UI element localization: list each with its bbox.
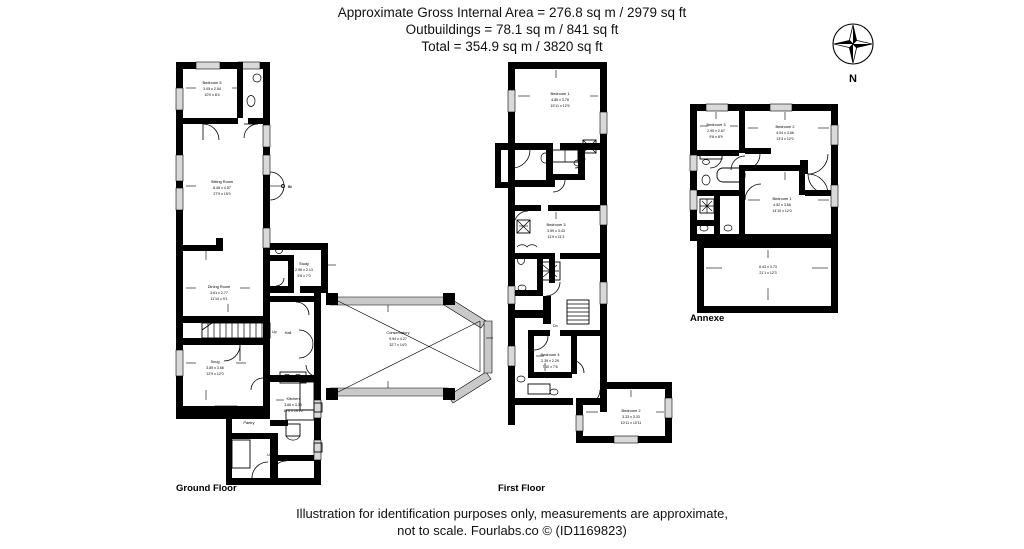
annexe-dimension-arrows: [700, 112, 833, 300]
ground-dimension-arrows: [186, 87, 336, 401]
room-label-bedroom-5: Bedroom 5: [202, 80, 221, 85]
room-label-snug: Snug: [210, 359, 219, 364]
room-label-bedroom-2-first: Bedroom 2: [621, 408, 640, 413]
annexe-room-labels: Bedroom 3 2.95 x 2.67 9'8 x 8'9 Bedroom …: [706, 122, 794, 275]
room-label-dining-room: Dining Room: [208, 284, 231, 289]
room-label-annexe-bedroom-1: Bedroom 1: [772, 196, 791, 201]
total-area-line: Total = 354.9 sq m / 3820 sq ft: [421, 39, 603, 54]
room-dim-metric-bedroom-3-first: 3.59 x 3.43: [547, 229, 565, 233]
disclaimer-footer: Illustration for identification purposes…: [0, 505, 1024, 539]
room-dim-imperial-kitchen: 12'0 x 10'10: [283, 409, 302, 413]
ground-room-labels: Bedroom 5 3.05 x 2.54 10'0 x 8'4 Sitting…: [202, 80, 409, 457]
room-dim-metric-annexe-bedroom-2: 4.04 x 3.66: [776, 131, 794, 135]
room-dim-metric-bedroom-2-first: 3.33 x 3.33: [622, 415, 640, 419]
room-dim-imperial-sitting-room: 27'9 x 15'0: [213, 192, 230, 196]
room-label-annexe-bedroom-2: Bedroom 2: [775, 124, 794, 129]
room-label-kitchen: Kitchen: [287, 396, 300, 401]
room-label-bedroom-1-first: Bedroom 1: [550, 91, 569, 96]
entrance-marker-group: [269, 171, 285, 201]
first-staircase: [566, 299, 590, 325]
room-dim-metric-bedroom-5: 3.05 x 2.54: [203, 87, 221, 91]
outbuildings-area-line: Outbuildings = 78.1 sq m / 841 sq ft: [405, 22, 619, 37]
first-floor-label: First Floor: [498, 483, 545, 494]
room-label-annexe-bedroom-3: Bedroom 3: [706, 122, 725, 127]
ground-staircase: [201, 322, 271, 339]
ground-stairs-direction-label: Up: [272, 330, 277, 334]
room-dim-imperial-bedroom-4-first: 7'10 x 7'6: [542, 365, 557, 369]
annexe-label: Annexe: [690, 313, 725, 324]
room-dim-metric-conservatory: 9.94 x 4.27: [389, 337, 407, 341]
disclaimer-line-1: Illustration for identification purposes…: [296, 506, 728, 521]
room-dim-imperial-snug: 12'9 x 12'0: [206, 372, 223, 376]
room-dim-metric-dining-room: 3.61 x 2.77: [210, 291, 228, 295]
disclaimer-line-2: not to scale. Fourlabs.co © (ID1169823): [397, 523, 627, 538]
first-room-labels: Bedroom 1 4.85 x 3.78 15'11 x 12'5 Bedro…: [540, 91, 641, 425]
room-dim-imperial-annexe-main: 21'1 x 12'3: [759, 271, 776, 275]
room-dim-imperial-annexe-bedroom-2: 13'3 x 12'0: [776, 137, 793, 141]
room-dim-imperial-bedroom-2-first: 10'11 x 10'11: [621, 421, 642, 425]
room-label-conservatory: Conservatory: [386, 330, 409, 335]
room-dim-metric-sitting-room: 8.46 x 4.57: [213, 186, 231, 190]
room-dim-imperial-dining-room: 11'10 x 9'1: [211, 297, 228, 301]
room-dim-metric-annexe-bedroom-3: 2.95 x 2.67: [707, 129, 725, 133]
room-dim-metric-annexe-main: 6.43 x 3.73: [759, 265, 777, 269]
room-label-utility: Utility: [267, 452, 277, 457]
conservatory-outline: [326, 293, 493, 404]
room-dim-imperial-conservatory: 32'7 x 14'0: [389, 343, 406, 347]
room-dim-metric-study: 2.96 x 2.13: [295, 268, 313, 272]
room-dim-imperial-bedroom-1-first: 15'11 x 12'5: [551, 104, 570, 108]
area-summary-header: Approximate Gross Internal Area = 276.8 …: [0, 4, 1024, 55]
room-label-hall: Hall: [285, 330, 292, 335]
room-dim-metric-bedroom-1-first: 4.85 x 3.78: [551, 98, 569, 102]
room-dim-metric-kitchen: 3.66 x 3.30: [284, 403, 302, 407]
first-stairs-direction-label: Dn: [553, 324, 558, 328]
ground-floor-label: Ground Floor: [176, 483, 237, 494]
room-dim-imperial-bedroom-3-first: 11'9 x 11'3: [548, 235, 565, 239]
room-label-sitting-room: Sitting Room: [211, 179, 233, 184]
room-dim-imperial-study: 9'8 x 7'0: [297, 274, 310, 278]
room-label-pantry: Pantry: [243, 420, 254, 425]
entrance-in-label: IN: [288, 185, 292, 189]
room-label-bedroom-4-first: Bedroom 4: [540, 352, 560, 357]
room-label-bedroom-3-first: Bedroom 3: [546, 222, 565, 227]
room-dim-metric-bedroom-4-first: 2.39 x 2.29: [541, 359, 559, 363]
room-dim-metric-annexe-bedroom-1: 4.52 x 3.66: [773, 203, 791, 207]
first-dimension-arrows: [518, 70, 664, 413]
room-dim-metric-snug: 3.89 x 3.66: [206, 366, 224, 370]
room-dim-imperial-annexe-bedroom-1: 14'10 x 12'0: [772, 209, 791, 213]
gross-internal-area-line: Approximate Gross Internal Area = 276.8 …: [337, 5, 687, 20]
room-dim-imperial-bedroom-5: 10'0 x 8'4: [204, 93, 219, 97]
room-label-study: Study: [299, 261, 309, 266]
annexe-double-doors: [800, 153, 829, 195]
room-dim-imperial-annexe-bedroom-3: 9'8 x 8'9: [709, 135, 722, 139]
